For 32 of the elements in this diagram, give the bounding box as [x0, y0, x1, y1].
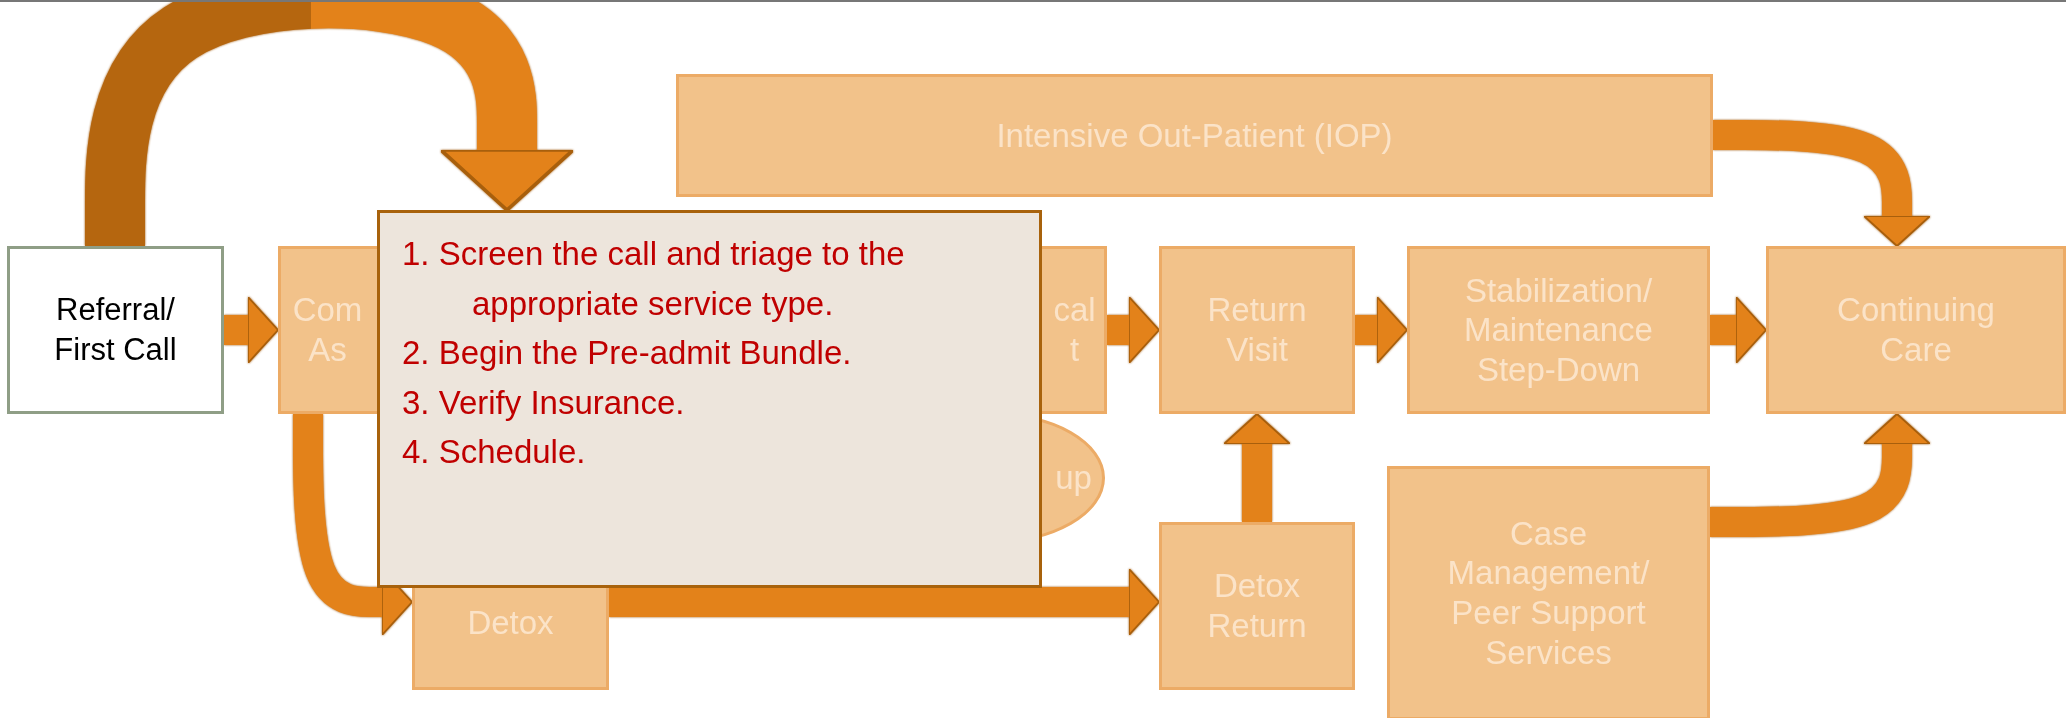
process-box: [7, 246, 224, 414]
process-box: [1766, 246, 2066, 414]
block-arrow: [1223, 413, 1291, 522]
block-arrow: [609, 568, 1160, 636]
process-box: [1407, 246, 1710, 414]
node-label: Referral/ First Call: [53, 290, 178, 369]
node-label: Case Management/ Peer Support Services: [1446, 513, 1651, 673]
list-item: 4. Schedule.: [402, 432, 587, 472]
block-arrow: [1355, 296, 1408, 364]
list-item: 3. Verify Insurance.: [402, 382, 685, 423]
node-label: Detox Return: [1206, 566, 1308, 646]
block-arrow: [1107, 296, 1160, 364]
process-box: [676, 74, 1713, 197]
node-label: Continuing Care: [1836, 290, 1996, 370]
process-box: [1159, 246, 1355, 414]
block-arrow: [1710, 296, 1767, 364]
list-item: 1. Screen the call and triage to the appropriate service type.: [402, 234, 906, 324]
node-label: Intensive Out-Patient (IOP): [996, 115, 1393, 156]
node-label: Detox: [467, 602, 554, 643]
callout-tooltip: [377, 210, 1042, 588]
block-arrow: [224, 296, 279, 364]
node-label: Com As: [291, 290, 364, 370]
node-label: up: [1054, 459, 1093, 497]
process-box: [1159, 522, 1355, 690]
block-arrow: [1710, 413, 1931, 537]
node-label: cal t: [1052, 290, 1097, 370]
block-arrow: [293, 414, 413, 636]
block-arrow: [1713, 120, 1931, 247]
node-label: Stabilization/ Maintenance Step-Down: [1463, 270, 1654, 390]
process-box: [1387, 466, 1710, 718]
node-label: Return Visit: [1206, 290, 1308, 370]
list-item: 2. Begin the Pre-admit Bundle.: [402, 333, 852, 373]
